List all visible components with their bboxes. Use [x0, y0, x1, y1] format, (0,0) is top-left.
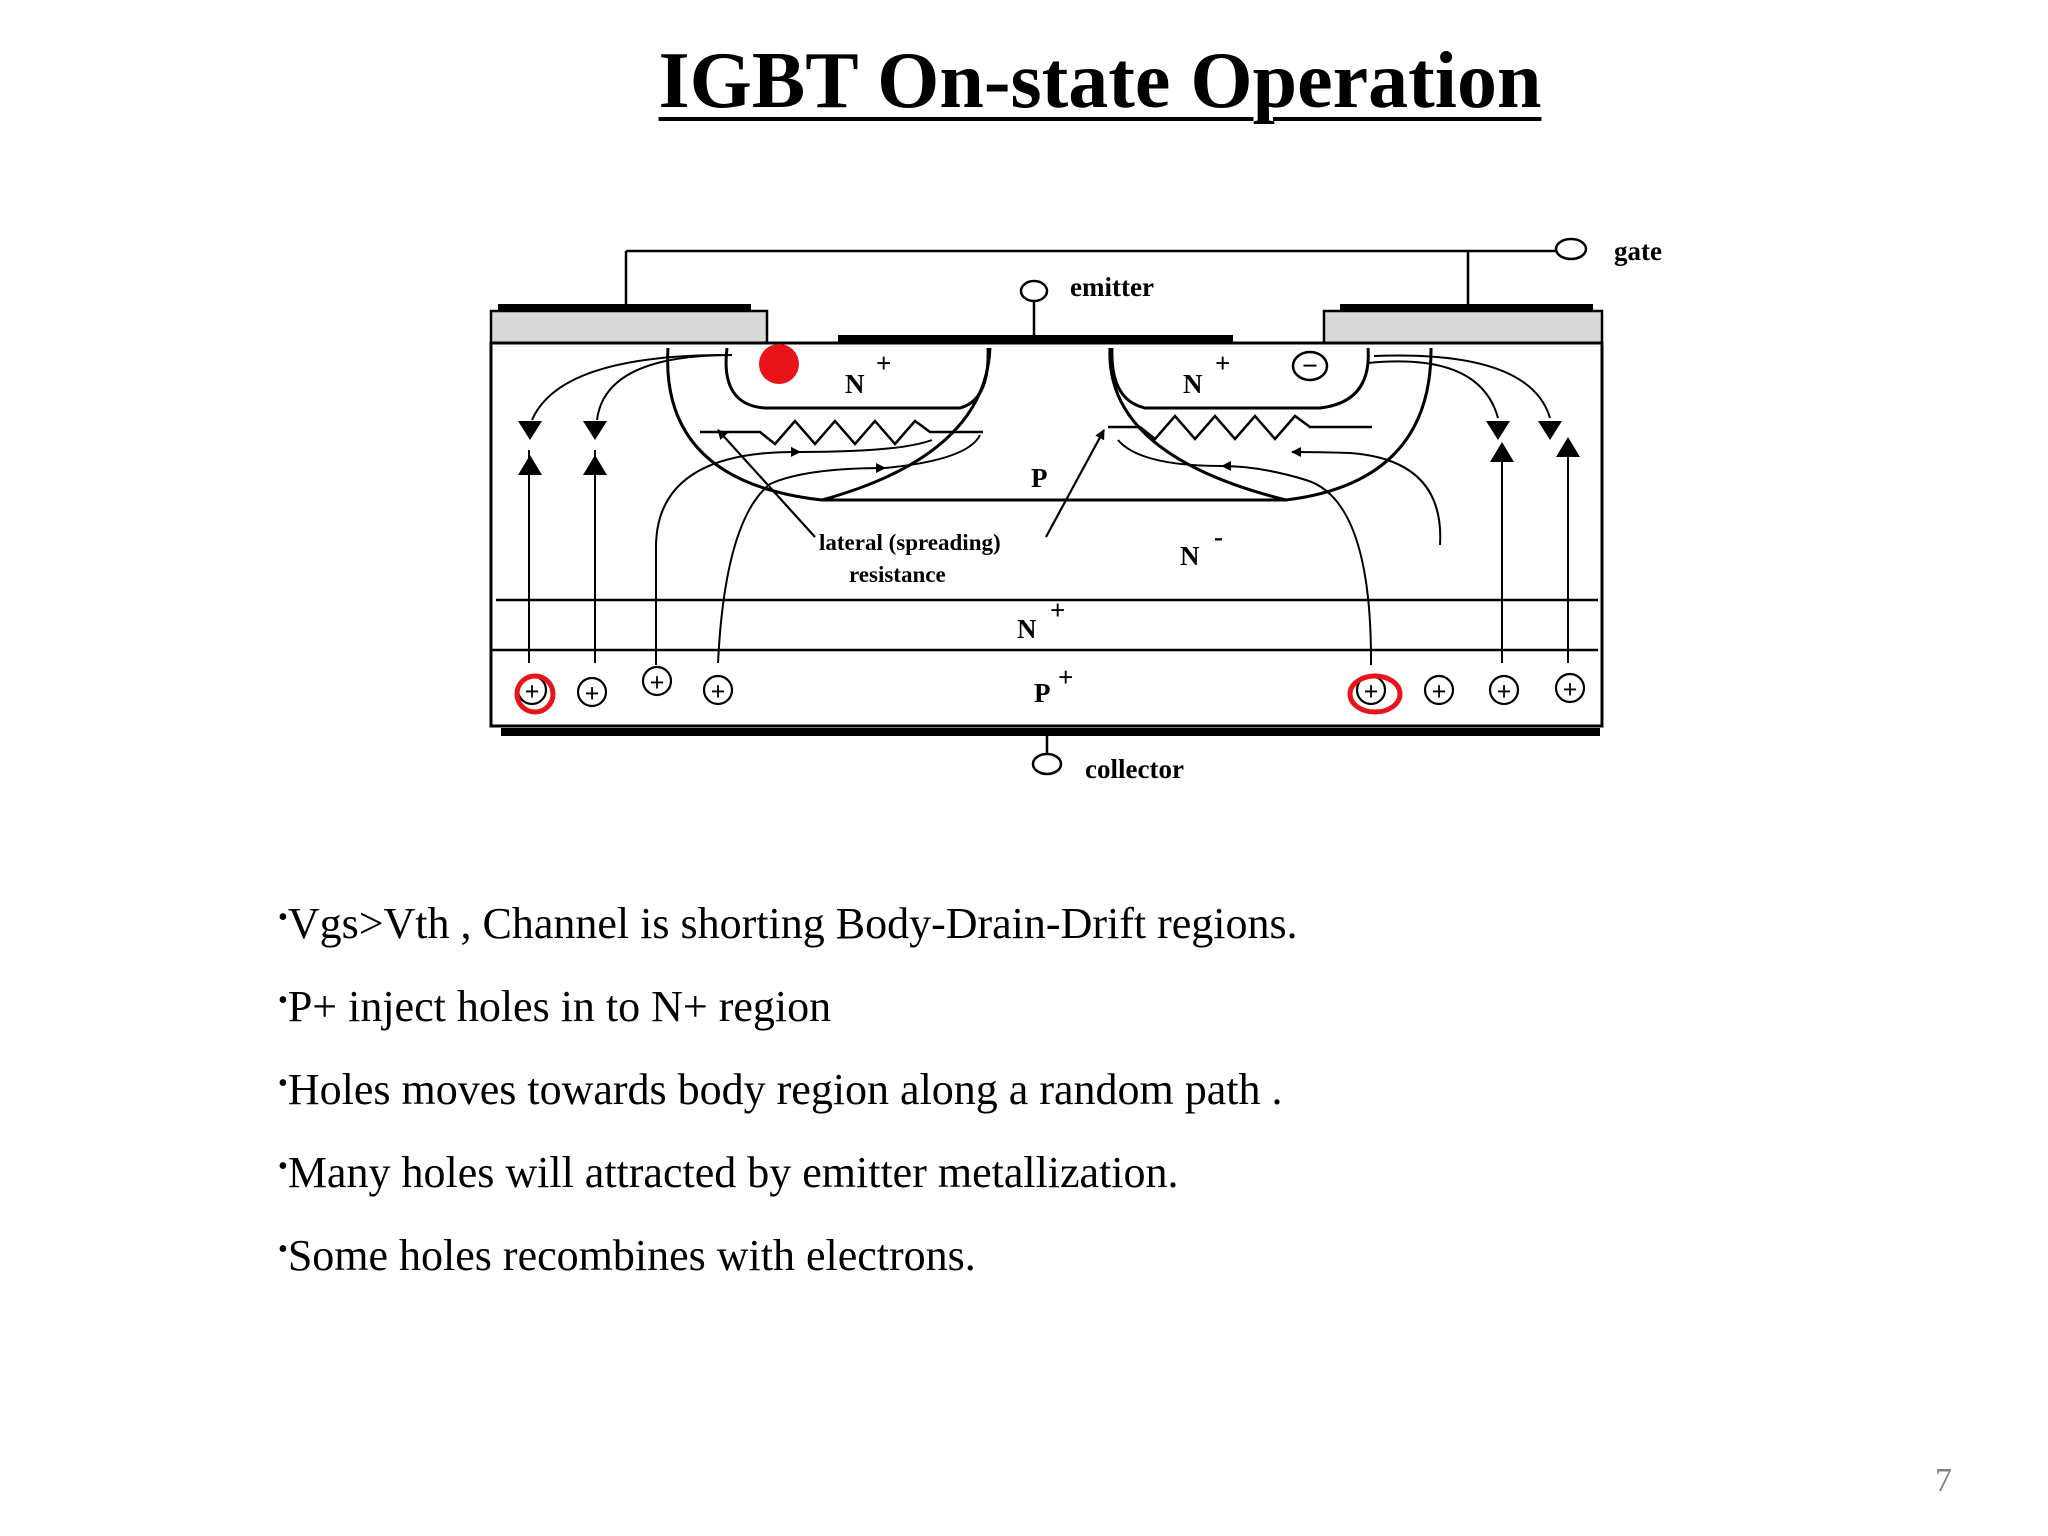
lateral-resistance-label-line2: resistance [849, 562, 946, 587]
n-plus-right-label: N [1183, 369, 1203, 399]
hole: + [1488, 674, 1520, 706]
svg-text:+: + [1497, 677, 1512, 706]
right-gate-metal [1340, 304, 1593, 312]
hole: + [641, 665, 673, 697]
n-plus-buffer-label: N [1017, 614, 1037, 644]
resistor-symbols [700, 414, 1372, 446]
bullet-text: P+ inject holes in to N+ region [287, 982, 832, 1031]
p-plus-collector-label: P [1034, 678, 1051, 708]
svg-text:+: + [525, 677, 540, 706]
n-plus-left-label: N [845, 369, 865, 399]
n-plus-regions [724, 347, 1370, 410]
svg-text:+: + [585, 679, 600, 708]
bullet-marker: • [278, 1068, 288, 1099]
hole: + [1423, 674, 1455, 706]
svg-text:+: + [1364, 677, 1379, 706]
bullet-text: Some holes recombines with electrons. [287, 1231, 976, 1280]
emitter-metal [838, 335, 1233, 343]
bullet-item: •Some holes recombines with electrons. [278, 1208, 1878, 1291]
bullet-item: •Many holes will attracted by emitter me… [278, 1125, 1878, 1208]
hole: + [576, 676, 608, 708]
svg-text:+: + [1432, 677, 1447, 706]
bullet-item: •P+ inject holes in to N+ region [278, 959, 1878, 1042]
red-highlight-ring-right [1347, 673, 1403, 715]
slide-title: IGBT On-state Operation [658, 37, 1542, 125]
n-plus-right-superscript: + [1215, 348, 1230, 378]
svg-text:−: − [1302, 351, 1318, 382]
holes: + + + + + + + + [516, 665, 1586, 708]
svg-text:+: + [711, 677, 726, 706]
svg-text:+: + [1563, 675, 1578, 704]
p-plus-collector-superscript: + [1058, 662, 1073, 692]
bullet-text: Vgs>Vth , Channel is shorting Body-Drain… [287, 899, 1298, 948]
bullet-item: •Holes moves towards body region along a… [278, 1042, 1878, 1125]
lateral-resistance-pointers [717, 429, 1105, 538]
left-gate-electrode [489, 309, 769, 345]
n-plus-left-superscript: + [876, 348, 891, 378]
collector-metal [501, 728, 1600, 736]
bullet-marker: • [278, 1234, 288, 1265]
bullet-text: Many holes will attracted by emitter met… [287, 1148, 1179, 1197]
bullet-marker: • [278, 985, 288, 1016]
gate-label: gate [1614, 236, 1662, 266]
bullet-list: •Vgs>Vth , Channel is shorting Body-Drai… [278, 876, 1878, 1291]
bullet-marker: • [278, 902, 288, 933]
hole: + [702, 674, 734, 706]
collector-terminal [1031, 752, 1063, 776]
n-minus-drift-label: N [1180, 541, 1200, 571]
hole: + [1554, 672, 1586, 704]
device-body [489, 341, 1604, 728]
collector-label: collector [1085, 754, 1184, 784]
n-minus-superscript: - [1214, 522, 1223, 552]
lateral-resistance-label-line1: lateral (spreading) [819, 530, 1001, 555]
gate-wiring [624, 249, 1555, 311]
electron: − [1291, 350, 1329, 382]
red-dot-marker [759, 344, 799, 384]
gate-terminal [1554, 237, 1588, 261]
svg-text:+: + [650, 668, 665, 697]
hole: + [1355, 674, 1387, 706]
emitter-terminal [1019, 279, 1049, 303]
red-highlight-ring-left [514, 673, 556, 715]
emitter-label: emitter [1070, 272, 1154, 302]
page-number: 7 [1935, 1462, 1952, 1499]
flow-arrowheads [518, 421, 1580, 475]
right-gate-electrode [1322, 309, 1604, 345]
bullet-marker: • [278, 1151, 288, 1182]
hole: + [516, 674, 548, 706]
bullet-item: •Vgs>Vth , Channel is shorting Body-Drai… [278, 876, 1878, 959]
n-plus-buffer-superscript: + [1050, 595, 1065, 625]
left-gate-metal [498, 304, 751, 312]
hole-flow-paths [528, 354, 1569, 666]
p-body-label: P [1031, 463, 1048, 493]
bullet-text: Holes moves towards body region along a … [287, 1065, 1283, 1114]
